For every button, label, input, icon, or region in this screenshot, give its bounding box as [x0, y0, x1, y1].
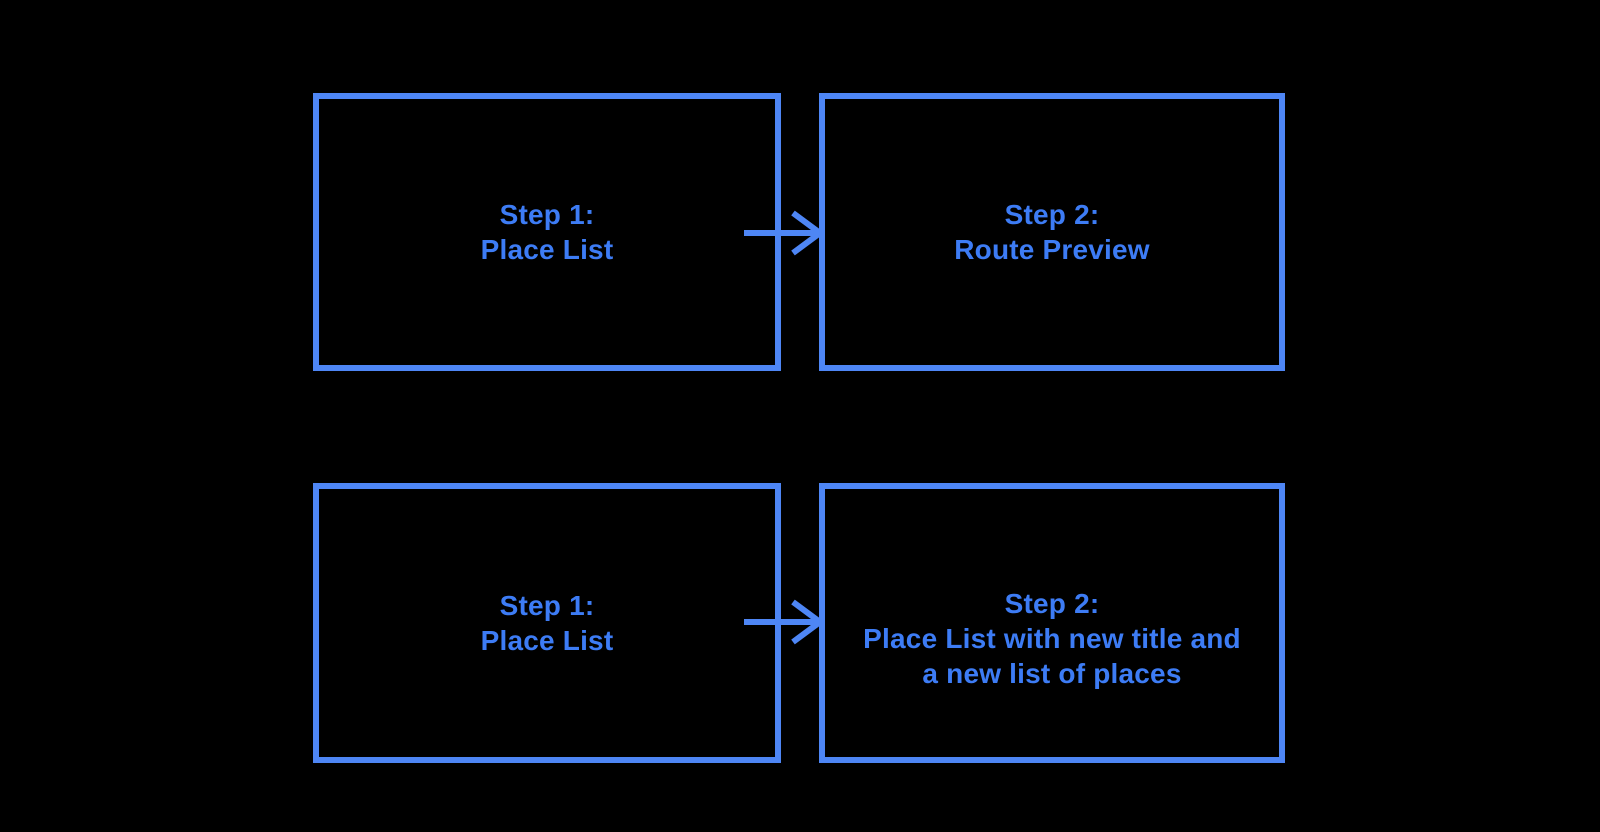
node-subtitle: Place List: [480, 625, 614, 656]
flow-node-step2-top: Step 2: Route Preview: [819, 93, 1285, 371]
node-label: Step 2: Route Preview: [954, 197, 1150, 267]
node-title: Step 2:: [1004, 587, 1100, 619]
node-subtitle: Place List with new title and: [863, 622, 1241, 654]
node-title: Step 2:: [1004, 199, 1100, 230]
node-subtitle: Place List: [480, 234, 614, 265]
flow-node-step2-bottom: Step 2: Place List with new title and a …: [819, 483, 1285, 763]
node-label: Step 1: Place List: [481, 197, 614, 267]
node-label: Step 1: Place List: [481, 588, 614, 658]
flow-node-step1-top: Step 1: Place List: [313, 93, 781, 371]
node-subtitle: Route Preview: [954, 234, 1150, 265]
node-subtitle-2: a new list of places: [922, 657, 1182, 689]
node-label: Step 2: Place List with new title and a …: [863, 586, 1241, 691]
flow-node-step1-bottom: Step 1: Place List: [313, 483, 781, 763]
node-title: Step 1:: [499, 199, 595, 230]
arrow-right-icon: [744, 599, 826, 645]
node-title: Step 1:: [499, 590, 595, 621]
arrow-right-icon: [744, 210, 826, 256]
